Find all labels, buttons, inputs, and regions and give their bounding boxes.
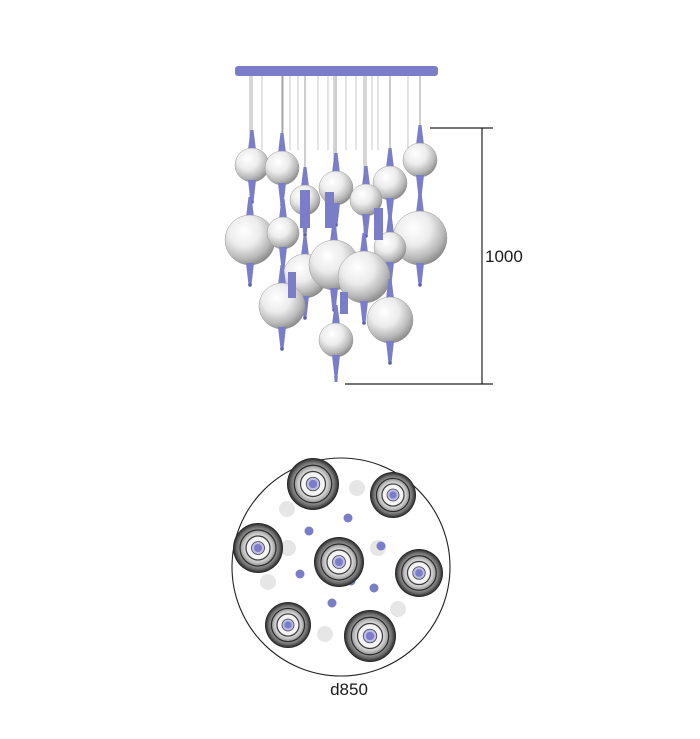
- glass-globe: [266, 216, 300, 250]
- globe-top-stem: [362, 166, 370, 186]
- glass-globe: [234, 147, 270, 183]
- glass-globe: [366, 296, 414, 344]
- globe-top-stem: [416, 125, 424, 145]
- globe-finial: [303, 233, 307, 237]
- glass-globe: [402, 142, 438, 178]
- height-dimension-label: 1000: [485, 247, 523, 266]
- glass-globe: [264, 150, 300, 186]
- glass-globe: [318, 322, 354, 358]
- globe-bottom-stem: [386, 341, 394, 363]
- metal-rod: [325, 192, 334, 228]
- glass-globe: [258, 282, 306, 330]
- pendant-globes: [224, 125, 448, 382]
- height-dimension-line: [345, 127, 493, 385]
- suspension-point: [376, 541, 386, 551]
- plan-globe: [265, 602, 311, 648]
- globe-bottom-stem: [362, 214, 370, 236]
- globe-bottom-stem: [386, 198, 394, 220]
- metal-rod: [300, 190, 310, 228]
- glass-globe: [224, 214, 276, 266]
- globe-finial: [248, 283, 252, 287]
- hidden-globe-outlines: [260, 480, 406, 642]
- globe-hub: [254, 544, 262, 552]
- globe-finial: [280, 347, 284, 351]
- globe-bottom-stem: [330, 288, 338, 310]
- plan-globe: [233, 523, 283, 573]
- metal-rod: [340, 292, 348, 314]
- globe-hub: [389, 491, 397, 499]
- globe-ring: [320, 543, 358, 581]
- canopy-outline-circle: [231, 457, 451, 677]
- globe-finial: [362, 321, 366, 325]
- side-view: [224, 66, 493, 385]
- globe-top-stem: [278, 133, 286, 153]
- metal-rod: [374, 208, 383, 240]
- diameter-dimension-label: d850: [330, 680, 368, 699]
- globe-bottom-stem: [416, 263, 424, 285]
- globe-finial: [303, 316, 307, 320]
- suspension-point: [327, 598, 337, 608]
- globe-top-stem: [246, 197, 254, 217]
- globe-top-stem: [386, 214, 394, 234]
- globe-bottom-stem: [248, 180, 256, 202]
- plan-globe: [287, 458, 339, 510]
- globe-top-stem: [416, 193, 424, 213]
- plan-globe: [370, 472, 416, 518]
- globe-bottom-stem: [278, 327, 286, 349]
- globe-ring: [270, 607, 306, 643]
- suspension-point: [343, 513, 353, 523]
- globe-hub: [365, 631, 375, 641]
- suspension-point: [369, 583, 379, 593]
- hidden-globe-outline: [390, 601, 406, 617]
- suspension-point: [295, 569, 305, 579]
- metal-rod: [288, 272, 296, 298]
- globe-top-stem: [332, 305, 340, 325]
- globe-bottom-stem: [360, 301, 368, 323]
- hidden-globe-outline: [349, 480, 365, 496]
- globe-top-stem: [301, 167, 309, 187]
- globe-top-stem: [360, 233, 368, 253]
- globe-top-stem: [278, 265, 286, 285]
- globe-ring: [239, 529, 277, 567]
- globe-top-stem: [279, 199, 287, 219]
- globe-finial: [388, 361, 392, 365]
- glass-globe: [318, 170, 354, 206]
- globe-hub: [415, 569, 423, 577]
- globe-hub: [284, 621, 292, 629]
- plan-globe: [344, 610, 396, 662]
- globe-top-stem: [332, 153, 340, 173]
- globe-ring: [401, 555, 437, 591]
- plan-globes: [233, 458, 443, 662]
- hidden-globe-outline: [280, 540, 296, 556]
- globe-top-stem: [386, 148, 394, 168]
- ceiling-canopy: [235, 66, 438, 76]
- globe-top-stem: [386, 279, 394, 299]
- globe-top-stem: [248, 130, 256, 150]
- top-view: [231, 457, 451, 677]
- globe-bottom-stem: [279, 247, 287, 269]
- suspension-point: [304, 526, 314, 536]
- globe-top-stem: [301, 236, 309, 256]
- plan-suspension-points: [295, 513, 386, 608]
- hidden-globe-outline: [279, 501, 295, 517]
- globe-bottom-stem: [246, 263, 254, 285]
- hidden-globe-outline: [317, 626, 333, 642]
- plan-globe: [314, 537, 364, 587]
- plan-globe: [395, 549, 443, 597]
- globe-hub: [308, 479, 318, 489]
- globe-ring: [375, 477, 411, 513]
- globe-ring: [293, 464, 333, 504]
- globe-bottom-stem: [416, 175, 424, 197]
- globe-finial: [418, 283, 422, 287]
- globe-hub: [335, 558, 343, 566]
- globe-ring: [350, 616, 390, 656]
- hidden-globe-outline: [260, 574, 276, 590]
